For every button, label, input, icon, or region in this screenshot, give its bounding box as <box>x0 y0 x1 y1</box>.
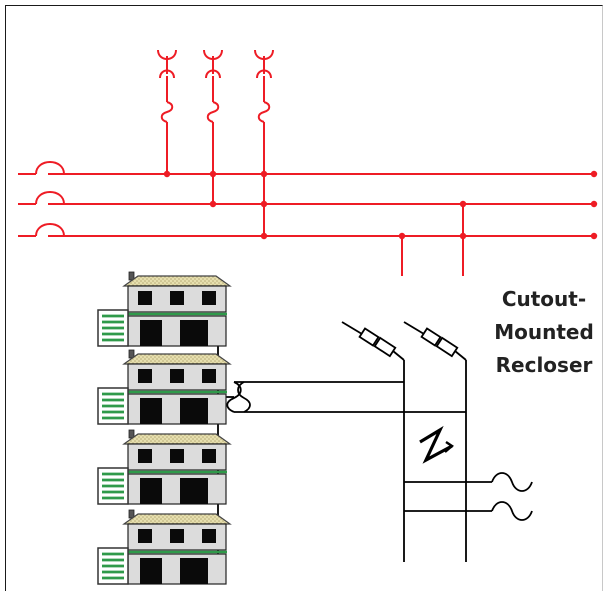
house-3 <box>96 428 232 506</box>
feeder-phase-b <box>18 191 594 205</box>
cutout-recloser-left <box>341 321 405 562</box>
transformer-tap-3 <box>254 49 274 236</box>
load-tap-1 <box>466 472 533 492</box>
transformer-tap-1 <box>157 49 177 174</box>
house-1 <box>96 270 232 348</box>
transformer-tap-2 <box>203 49 223 204</box>
cutout-mounted-recloser-diagram <box>18 49 598 586</box>
fault-symbol <box>419 425 454 464</box>
house-4 <box>96 508 232 586</box>
cutout-recloser-right <box>403 321 467 562</box>
feeder-phase-a <box>18 161 594 175</box>
service-transformer <box>226 381 251 413</box>
recloser-label-line-2: Mounted <box>494 320 594 344</box>
recloser-label: Cutout- Mounted Recloser <box>480 283 602 382</box>
diagram-frame: Cutout- Mounted Recloser <box>5 5 603 591</box>
recloser-label-line-1: Cutout- <box>501 287 587 311</box>
house-2 <box>96 348 232 426</box>
feeder-phase-c <box>18 223 594 237</box>
load-tap-2 <box>466 501 533 521</box>
recloser-label-line-3: Recloser <box>495 353 593 377</box>
